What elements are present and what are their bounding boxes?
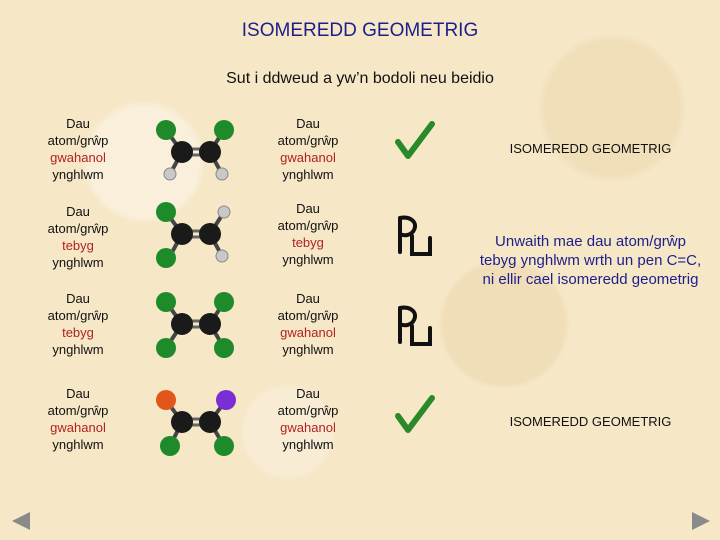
molecule-2 — [156, 202, 231, 268]
explanation-text: Unwaith mae dau atom/grŵp tebyg ynghlwm … — [479, 233, 702, 288]
prev-arrow-icon[interactable] — [10, 510, 32, 532]
molecule-4 — [156, 390, 236, 456]
cross-mark-icon — [398, 305, 432, 346]
slide-subtitle: Sut i ddweud a yw’n bodoli neu beidio — [226, 70, 494, 87]
molecule-3 — [156, 292, 234, 358]
check-icon — [395, 121, 435, 159]
row1-result: ISOMEREDD GEOMETRIG — [509, 141, 672, 156]
cross-mark-icon — [398, 215, 432, 256]
check-icon — [395, 395, 435, 433]
next-arrow-icon[interactable] — [690, 510, 712, 532]
row4-result: ISOMEREDD GEOMETRIG — [509, 414, 672, 429]
slide-title: ISOMEREDD GEOMETRIG — [241, 20, 479, 41]
molecule-1 — [156, 120, 234, 181]
